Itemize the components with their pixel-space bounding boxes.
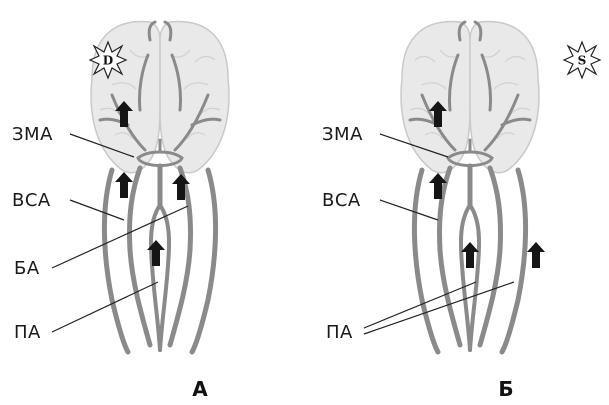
lesion-marker-b-label: S xyxy=(578,54,587,68)
flow-arrow-icon xyxy=(115,172,133,198)
label-vsa-b: ВСА xyxy=(322,190,361,211)
lesion-marker-a-label: D xyxy=(103,54,113,68)
panel-a: D ЗМА ВСА БА ПА А xyxy=(12,22,229,401)
flow-arrow-icon xyxy=(527,242,545,268)
brain-illustration-a xyxy=(91,22,229,352)
lesion-marker-a: D xyxy=(90,42,126,78)
brain-illustration-b xyxy=(401,22,539,352)
panel-label-a: А xyxy=(192,377,208,401)
label-vsa-a: ВСА xyxy=(12,190,51,211)
label-pa-a: ПА xyxy=(14,322,41,343)
panel-b: S ЗМА ВСА ПА Б xyxy=(322,22,600,401)
lesion-marker-b: S xyxy=(564,42,600,78)
label-pa-b: ПА xyxy=(326,322,353,343)
label-zma-b: ЗМА xyxy=(322,124,363,145)
panel-label-b: Б xyxy=(498,377,513,401)
label-zma-a: ЗМА xyxy=(12,124,53,145)
label-ba-a: БА xyxy=(14,258,40,279)
